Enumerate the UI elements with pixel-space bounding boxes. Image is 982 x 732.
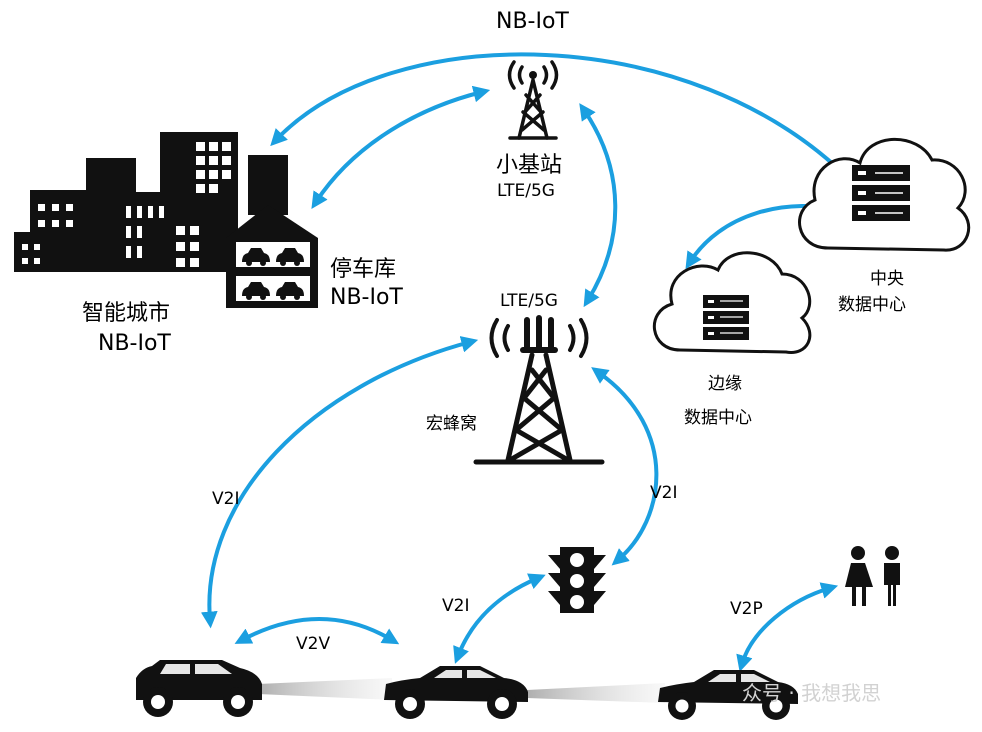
label-small-cell: 小基站 xyxy=(496,153,562,178)
label-edge-dc-1: 边缘 xyxy=(708,374,742,394)
arrow-v2i-left xyxy=(200,336,479,629)
macro-cell-tower-icon xyxy=(473,315,605,465)
label-central-dc-1: 中央 xyxy=(870,269,904,289)
car-suv-icon xyxy=(136,660,262,717)
edge-data-center-cloud-icon xyxy=(653,251,812,354)
headlight-beam-1 xyxy=(258,678,392,700)
label-macro: 宏蜂窝 xyxy=(426,414,477,434)
central-server-icon xyxy=(852,165,910,221)
label-nbiot-top: NB-IoT xyxy=(496,9,569,34)
arrow-v2i-right xyxy=(591,367,659,566)
headlight-beam-2 xyxy=(527,683,665,703)
arrow-v2v xyxy=(234,617,400,645)
arrow-smallcell-macro xyxy=(579,103,618,308)
watermark-text: 众号 · 我想我思 xyxy=(742,681,881,705)
car-coupe-icon xyxy=(658,670,798,720)
edge-server-icon xyxy=(703,295,749,340)
label-edge-dc-2: 数据中心 xyxy=(684,408,752,428)
label-v2i-right: V2I xyxy=(650,483,677,503)
central-data-center-cloud-icon xyxy=(798,137,971,252)
car-sedan-icon xyxy=(384,666,528,719)
label-v2v: V2V xyxy=(296,634,330,654)
parking-garage-icon xyxy=(226,205,318,308)
label-parking: 停车库 xyxy=(330,257,396,282)
traffic-light-icon xyxy=(548,547,606,613)
label-smart-city: 智能城市 xyxy=(82,301,170,326)
arrow-smallcell-parking xyxy=(311,85,491,210)
pedestrians-icon xyxy=(845,546,900,606)
label-v2i-mid: V2I xyxy=(442,596,469,616)
label-small-cell-tech: LTE/5G xyxy=(497,181,555,201)
label-smart-city-tech: NB-IoT xyxy=(98,331,171,356)
label-central-dc-2: 数据中心 xyxy=(838,295,906,315)
label-v2p: V2P xyxy=(730,599,763,619)
label-parking-tech: NB-IoT xyxy=(330,285,403,310)
label-macro-tech: LTE/5G xyxy=(500,291,558,311)
arrow-nbiot-city-cloud xyxy=(270,52,856,186)
arrow-v2p xyxy=(736,582,839,673)
label-v2i-left: V2I xyxy=(212,489,239,509)
small-cell-tower-icon xyxy=(507,60,559,140)
arrow-v2i-mid xyxy=(453,573,546,664)
